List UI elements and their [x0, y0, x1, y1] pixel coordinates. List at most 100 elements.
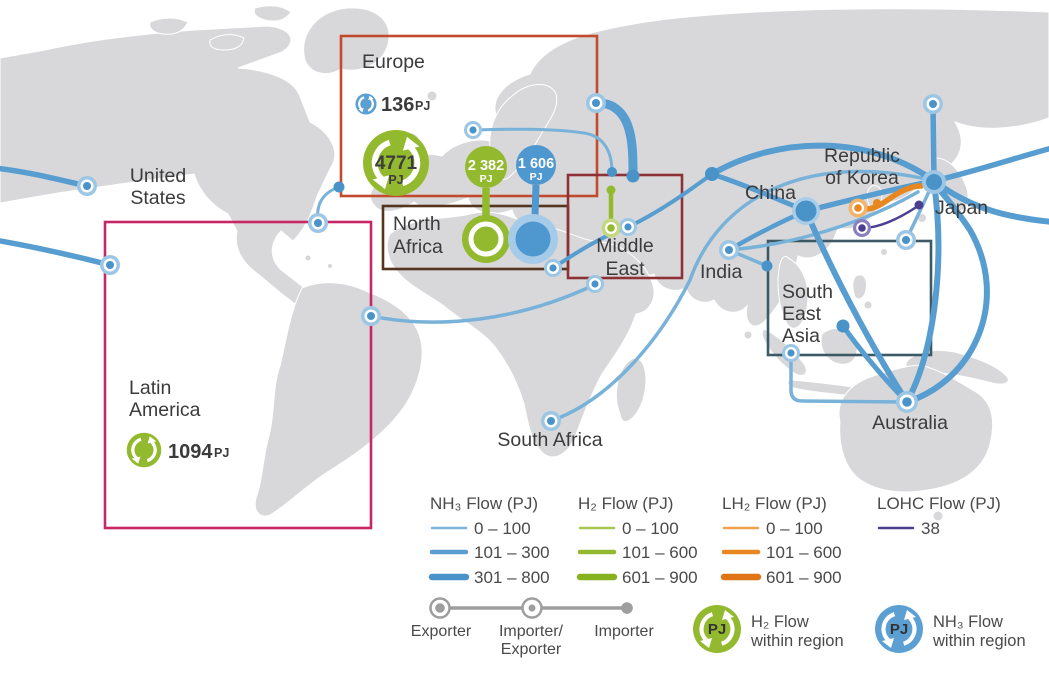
label-south-africa: South Africa [497, 429, 602, 451]
node-europe-import-dot [333, 181, 345, 193]
label-india: India [700, 261, 742, 283]
h2-within-region-label-2: within region [750, 632, 844, 650]
north-africa-nh3-badge: 1 606 PJ [516, 145, 556, 185]
node-europe-east [586, 93, 606, 113]
node-europe-north-sea [464, 121, 482, 139]
node-india-east-dot [761, 260, 773, 272]
h2-within-region-icon: PJ [693, 605, 741, 653]
world-map [0, 5, 1049, 522]
flow-nodes [77, 93, 946, 431]
latam-h2-unit: PJ [214, 446, 229, 460]
label-republic-of-korea-2: of Korea [825, 167, 899, 189]
node-united-states-south [100, 255, 120, 275]
landmass-scandinavia [489, 84, 558, 181]
label-north-africa-2: Africa [393, 236, 443, 258]
flow-russia-japan [930, 101, 937, 183]
within-region-circles: 4771 PJ 136 PJ 1094 PJ 2 382 PJ [126, 93, 558, 468]
europe-h2-cycle-icon [363, 130, 429, 196]
landmass-tasmania [932, 510, 944, 522]
exporter-marker-icon [429, 597, 451, 619]
flow-south-africa-japan [549, 169, 932, 423]
label-europe: Europe [362, 51, 425, 73]
north-africa-h2-target [462, 215, 510, 263]
flow-india-japan [727, 190, 920, 252]
flow-junction-japan-wrap-low [709, 142, 1049, 225]
landmass-caribbean [304, 254, 312, 262]
latam-h2-value: 1094 [168, 441, 213, 463]
label-australia: Australia [872, 412, 948, 434]
node-lohc-japan-dot [914, 200, 924, 210]
north-africa-h2-badge: 2 382 PJ [465, 146, 507, 188]
landmass-philippines-south [863, 300, 873, 310]
flow-wrap-to-us-south [0, 238, 113, 268]
label-republic-of-korea-1: Republic [824, 145, 900, 167]
node-lh2-korea-ring [848, 198, 868, 218]
legend-lh2-range-2: 101 – 600 [766, 543, 842, 562]
legend-importer-exporter-label-2: Exporter [501, 641, 562, 658]
flow-australia-japan-inner [904, 180, 942, 405]
node-middle-east-north-dot-2 [626, 169, 640, 183]
legend-lohc-title: LOHC Flow (PJ) [877, 494, 1001, 513]
node-russia [923, 94, 943, 114]
legend-within-region: PJ H₂ Flow within region PJ NH₃ Flow wit… [693, 605, 1026, 653]
flow-australia-china [803, 208, 910, 405]
legend-nh3-range-3: 301 – 800 [474, 568, 550, 587]
label-japan: Japan [935, 197, 988, 219]
europe-nh3-unit: PJ [415, 99, 430, 113]
h2-within-region-symbol: PJ [708, 621, 726, 638]
legend-importer-label: Importer [594, 623, 654, 640]
nh3-within-region-symbol: PJ [890, 621, 908, 638]
landmass-north-america [0, 25, 361, 342]
flow-middle-east-europe-thin [471, 127, 614, 174]
landmass-arctic-island [209, 34, 245, 51]
label-north-africa-1: North [393, 213, 441, 235]
node-lohc-korea-ring [853, 219, 871, 237]
h2-within-region-label-1: H₂ Flow [751, 613, 809, 631]
landmass-philippines [852, 274, 867, 300]
label-latin-america-1: Latin [129, 377, 171, 399]
label-united-states-1: United [130, 165, 186, 187]
legend-lh2-title: LH₂ Flow (PJ) [722, 494, 827, 513]
legend-lohc-range-1: 38 [921, 519, 940, 538]
node-latam-east [361, 306, 381, 326]
legend-nh3-range-1: 0 – 100 [474, 519, 531, 538]
legend-lh2-range-3: 601 – 900 [766, 568, 842, 587]
node-india [719, 240, 739, 260]
label-china: China [745, 182, 796, 204]
node-middle-east-north-dot-1 [607, 167, 617, 177]
europe-h2-unit: PJ [388, 173, 403, 187]
landmass-iceland [426, 90, 438, 102]
importer-exporter-marker-icon [521, 597, 543, 619]
europe-region-box [339, 34, 599, 198]
node-se-asia-east [896, 230, 916, 250]
node-north-africa-east [544, 259, 562, 277]
nh3-within-region-label-2: within region [932, 632, 1026, 650]
legend-h2-range-1: 0 – 100 [622, 519, 679, 538]
node-japan-hub [922, 170, 946, 194]
north-africa-h2-unit: PJ [480, 173, 493, 185]
legend-lh2-range-1: 0 – 100 [766, 519, 823, 538]
node-h2-middle-east-ring [601, 218, 621, 238]
region-boxes [103, 34, 933, 530]
node-h2-middle-east-dot [606, 185, 616, 195]
north-africa-nh3-unit: PJ [530, 171, 543, 183]
europe-nh3-cycle-icon [355, 93, 377, 115]
node-central-asia-junction [705, 167, 719, 181]
flow-australia-japan-outer [904, 180, 990, 405]
legend-h2-title: H₂ Flow (PJ) [578, 494, 673, 513]
middle-east-region-box [566, 173, 684, 280]
legend-nh3-title: NH₃ Flow (PJ) [430, 494, 538, 513]
legend-h2-range-2: 101 – 600 [622, 543, 698, 562]
legend-exporter-label: Exporter [411, 623, 472, 640]
node-se-asia-west [782, 344, 800, 362]
landmass-sri-lanka [743, 330, 753, 340]
landmass-indochina [777, 255, 809, 329]
north-africa-h2-value: 2 382 [468, 158, 504, 174]
label-middle-east-2: East [605, 258, 645, 280]
node-se-asia-import-dot [836, 319, 850, 333]
flow-latam-middle-east [369, 283, 596, 324]
europe-nh3-value: 136 [381, 94, 414, 116]
legend-importer-exporter-label-1: Importer/ [499, 623, 564, 640]
